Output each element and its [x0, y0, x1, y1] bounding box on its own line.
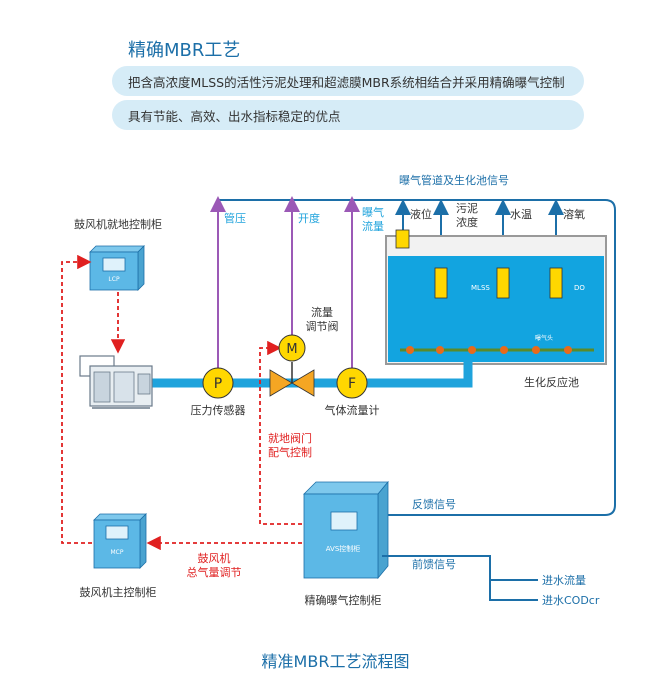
lcp-cabinet: LCP	[89, 245, 145, 291]
air-pipe	[150, 360, 473, 388]
pressure-sensor-letter: P	[214, 376, 222, 392]
feedforward-line	[382, 555, 491, 580]
valve-motor-letter: M	[286, 342, 297, 357]
page-title: 精确MBR工艺	[128, 40, 241, 61]
feature-pill-2: 具有节能、高效、出水指标稳定的优点	[112, 100, 584, 130]
lcp-screen-text: LCP	[108, 276, 120, 283]
tank-label: 生化反应池	[524, 375, 579, 389]
feedforward-label: 前馈信号	[412, 557, 456, 571]
local-valve-note-2: 配气控制	[268, 445, 312, 459]
avs-cabinet: AVS控制柜	[303, 480, 389, 580]
do-label: 溶氧	[563, 207, 585, 221]
avs-screen-text: AVS控制柜	[326, 544, 361, 553]
mcp-label: 鼓风机主控制柜	[80, 585, 157, 599]
pressure-signal-label: 管压	[224, 211, 246, 225]
flow-meter-label: 气体流量计	[325, 403, 380, 417]
reaction-tank: MLSS DO 曝气头	[385, 229, 607, 365]
temp-sensor	[496, 267, 510, 299]
diffuser-head	[436, 346, 444, 354]
mcp-cabinet: MCP	[93, 513, 147, 569]
diffuser-text: 曝气头	[535, 334, 553, 342]
feature-text-2: 具有节能、高效、出水指标稳定的优点	[128, 108, 341, 124]
mlss-sensor	[434, 267, 448, 299]
valve-motor	[278, 334, 306, 362]
top-signal-label: 曝气管道及生化池信号	[399, 173, 509, 187]
aeration-flow-label-2: 流量	[362, 219, 384, 233]
blower-total-note-1: 鼓风机	[198, 551, 231, 565]
gas-flow-meter	[336, 367, 368, 399]
lcp-label: 鼓风机就地控制柜	[74, 217, 162, 231]
temp-label: 水温	[510, 208, 532, 221]
pressure-sensor	[202, 367, 234, 399]
feedback-label: 反馈信号	[412, 498, 456, 511]
footer-caption: 精准MBR工艺流程图	[261, 652, 410, 671]
aeration-flow-label-1: 曝气	[362, 205, 384, 219]
mlss-text: MLSS	[471, 284, 490, 292]
avs-label: 精确曝气控制柜	[305, 593, 382, 607]
valve-label-1: 流量	[311, 305, 333, 319]
local-valve-note-1: 就地阀门	[268, 431, 312, 445]
valve-label-2: 调节阀	[306, 319, 339, 333]
flow-meter-letter: F	[348, 376, 356, 392]
diffuser-head	[564, 346, 572, 354]
sludge-label-1: 污泥	[456, 202, 478, 215]
pressure-sensor-label: 压力传感器	[191, 404, 246, 417]
inflow-cod-label: 进水CODcr	[542, 594, 600, 607]
feature-text-1: 把含高浓度MLSS的活性污泥处理和超滤膜MBR系统相结合并采用精确曝气控制	[128, 74, 565, 90]
level-label: 液位	[410, 207, 432, 221]
diffuser-head	[532, 346, 540, 354]
diffuser-head	[406, 346, 414, 354]
flow-control-valve	[269, 362, 315, 397]
avs-to-valve-line	[259, 340, 302, 525]
inflow-label: 进水流量	[542, 573, 586, 587]
inflow-cod-line	[489, 580, 538, 601]
opening-signal-label: 开度	[298, 211, 320, 225]
mcp-screen-text: MCP	[111, 549, 124, 556]
level-sensor	[395, 229, 410, 249]
do-sensor	[549, 267, 563, 299]
blower-total-note-2: 总气量调节	[187, 565, 242, 579]
signal-bus-line	[218, 199, 616, 516]
blower-icon	[79, 355, 153, 409]
mcp-to-lcp-line	[61, 254, 92, 544]
diffuser-head	[500, 346, 508, 354]
do-text: DO	[574, 284, 585, 292]
sludge-label-2: 浓度	[456, 215, 478, 229]
feature-pill-1: 把含高浓度MLSS的活性污泥处理和超滤膜MBR系统相结合并采用精确曝气控制	[112, 66, 584, 96]
diffuser-head	[468, 346, 476, 354]
